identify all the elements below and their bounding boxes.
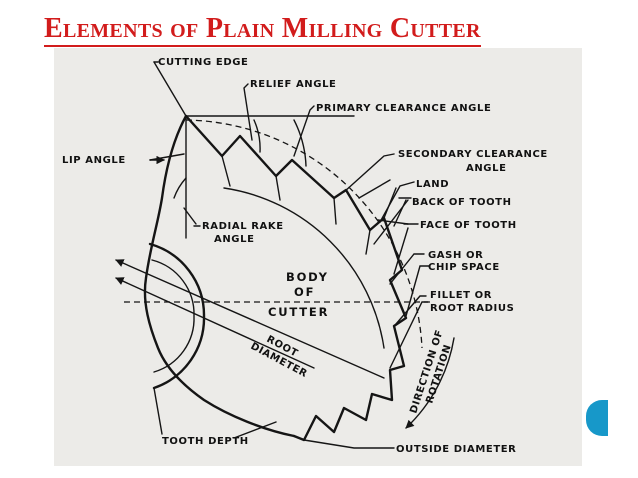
label-relief-angle: RELIEF ANGLE [250,79,337,90]
label-body-3: CUTTER [268,305,329,319]
label-fillet-2: ROOT RADIUS [430,303,514,314]
rotation-arrow [405,337,455,429]
label-body-1: BODY [286,270,329,284]
label-lip-angle: LIP ANGLE [62,155,126,166]
slide-title: Elements of Plain Milling Cutter [44,14,481,47]
angle-arcs [173,119,307,199]
label-secondary-clearance-angle-1: SECONDARY CLEARANCE [398,149,548,160]
label-radial-rake-angle-2: ANGLE [214,234,255,245]
label-primary-clearance-angle: PRIMARY CLEARANCE ANGLE [316,103,491,114]
label-gash-2: CHIP SPACE [428,262,500,273]
label-face-of-tooth: FACE OF TOOTH [420,220,517,231]
label-body-2: OF [294,285,315,299]
diagram-background [54,48,582,466]
slide-accent-tab [586,400,608,436]
cutter-outline [143,114,408,442]
label-outside-diameter: OUTSIDE DIAMETER [396,444,516,455]
label-secondary-clearance-angle-2: ANGLE [466,163,507,174]
label-gash-1: GASH OR [428,250,483,261]
label-land: LAND [416,179,449,190]
diagram-labels: CUTTING EDGE RELIEF ANGLE PRIMARY CLEARA… [62,57,548,455]
milling-cutter-diagram: CUTTING EDGE RELIEF ANGLE PRIMARY CLEARA… [62,57,548,455]
leader-lines [149,61,431,449]
label-radial-rake-angle-1: RADIAL RAKE [202,221,284,232]
label-tooth-depth: TOOTH DEPTH [162,436,249,447]
label-fillet-1: FILLET OR [430,290,492,301]
label-back-of-tooth: BACK OF TOOTH [412,197,512,208]
label-cutting-edge: CUTTING EDGE [158,57,248,68]
reference-lines [115,115,434,379]
